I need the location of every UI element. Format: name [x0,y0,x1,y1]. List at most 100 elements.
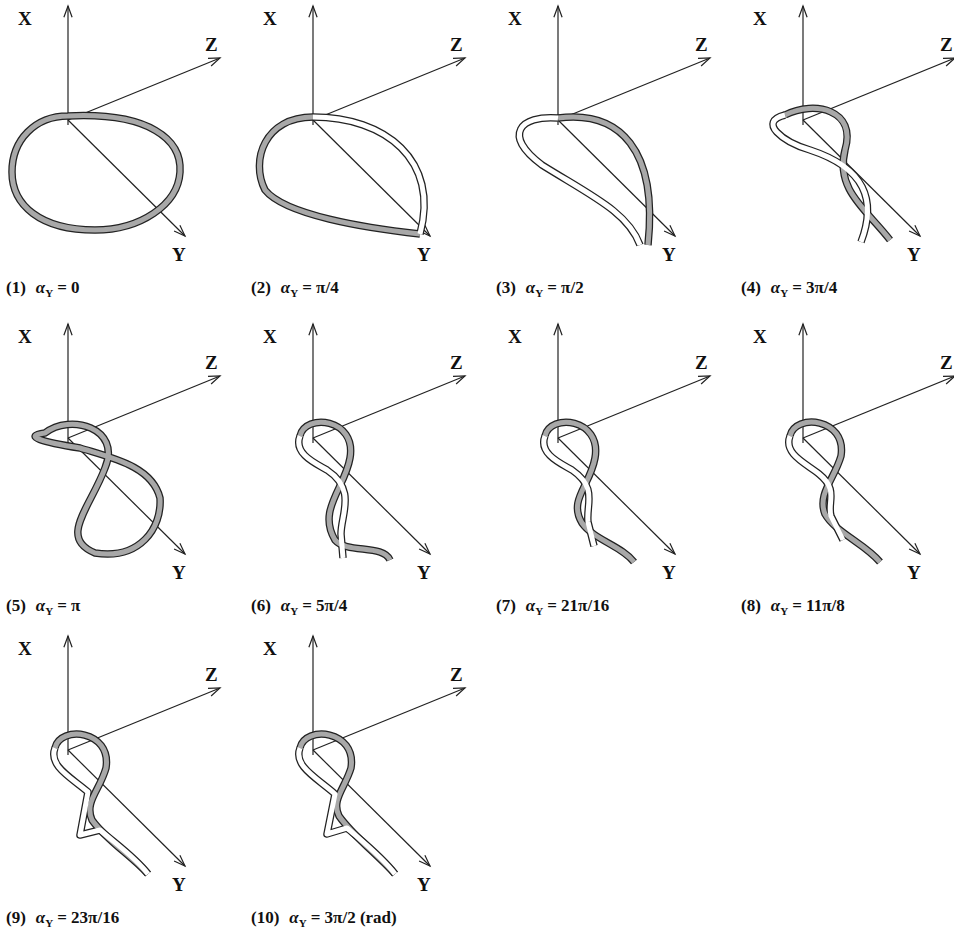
panel-figure [35,324,220,554]
axis-arrowhead [799,6,807,17]
axis-arrowhead [64,636,72,647]
axis-arrowhead [453,58,465,66]
axis-line [68,58,220,120]
ribbon-face [12,116,180,230]
ribbon-face [519,118,640,245]
angle-symbol: α [771,596,780,615]
axis-label: Z [940,34,953,56]
axis-label: Y [172,874,186,896]
axis-label: Y [907,562,921,584]
ribbon-edge [259,117,420,234]
axis-label: Z [695,34,708,56]
axis-label: X [508,326,522,348]
angle-symbol: α [281,278,290,297]
angle-symbol: α [526,596,535,615]
angle-value: = 23π/16 [57,908,119,927]
ribbon-edge [790,422,880,562]
ribbon-edge [785,108,890,240]
axis-arrowhead [664,543,675,554]
panel-number: (9) [6,908,26,927]
panel-caption: (6)αY= 5π/4 [251,596,347,617]
axis-label: Z [205,352,218,374]
axis-arrowhead [309,324,317,335]
axis-arrowhead [698,376,710,384]
panel-number: (6) [251,596,271,615]
panel-figure [299,324,465,560]
axis-arrowhead [554,6,562,17]
ribbon-edge [35,424,160,554]
ribbon-face [785,108,890,240]
ribbon-edge [55,734,148,874]
axis-arrowhead [208,688,220,696]
axis-label: Y [172,244,186,266]
panel-caption: (4)αY= 3π/4 [741,278,837,299]
panel-number: (8) [741,596,761,615]
ribbon-face [35,424,160,554]
panel-number: (7) [496,596,516,615]
axis-line [558,438,675,554]
axis-arrowhead [453,376,465,384]
axis-label: Y [907,244,921,266]
panel-figure [299,636,465,874]
axis-line [312,6,313,125]
ribbon-face [773,115,868,242]
angle-subscript: Y [535,287,543,299]
axis-label: Z [450,664,463,686]
panel-number: (4) [741,278,761,297]
ribbon-edge [300,734,395,874]
angle-subscript: Y [45,287,53,299]
axis-label: X [508,8,522,30]
axis-label: Y [172,562,186,584]
panel-caption: (3)αY= π/2 [496,278,584,299]
axis-label: Z [205,664,218,686]
axis-label: X [18,638,32,660]
panel-number: (2) [251,278,271,297]
axis-label: X [753,8,767,30]
axis-line [558,120,675,236]
angle-symbol: α [36,278,45,297]
axis-arrowhead [309,636,317,647]
ribbon-face [299,748,395,874]
axis-label: X [18,8,32,30]
axis-label: Y [417,244,431,266]
panel-figure [519,6,710,245]
panel-number: (1) [6,278,26,297]
panel-figure [12,6,220,236]
panel-figure [789,324,954,562]
angle-symbol: α [36,908,45,927]
axis-arrowhead [664,225,675,236]
ribbon-face [300,734,395,874]
angle-value: = π/4 [302,278,338,297]
axis-line [67,6,68,125]
panel-figure [544,324,710,562]
ribbon-face [55,734,148,874]
panel-caption: (5)αY= π [6,596,80,617]
axis-line [558,58,710,120]
axis-arrowhead [174,543,185,554]
axis-arrowhead [174,225,185,236]
angle-subscript: Y [45,605,53,617]
axis-arrowhead [419,543,430,554]
axis-arrowhead [799,324,807,335]
panel-caption: (8)αY= 11π/8 [741,596,845,617]
angle-value: = 21π/16 [547,596,609,615]
ribbon-face [54,748,148,874]
axis-label: Y [417,874,431,896]
axis-label: Y [662,562,676,584]
angle-value: = 3π/2 (rad) [311,908,397,927]
angle-subscript: Y [780,287,788,299]
axis-label: X [18,326,32,348]
angle-symbol: α [771,278,780,297]
axis-label: Z [695,352,708,374]
axis-arrowhead [208,376,220,384]
panel-caption: (7)αY= 21π/16 [496,596,609,617]
ribbon-edge [789,436,843,540]
axis-arrowhead [453,688,465,696]
angle-subscript: Y [45,917,53,929]
panel-caption: (10)αY= 3π/2 (rad) [251,908,397,929]
axis-arrowhead [698,58,710,66]
panel-figure [773,6,954,242]
axis-line [803,120,920,236]
axis-arrowhead [943,58,954,66]
angle-subscript: Y [780,605,788,617]
